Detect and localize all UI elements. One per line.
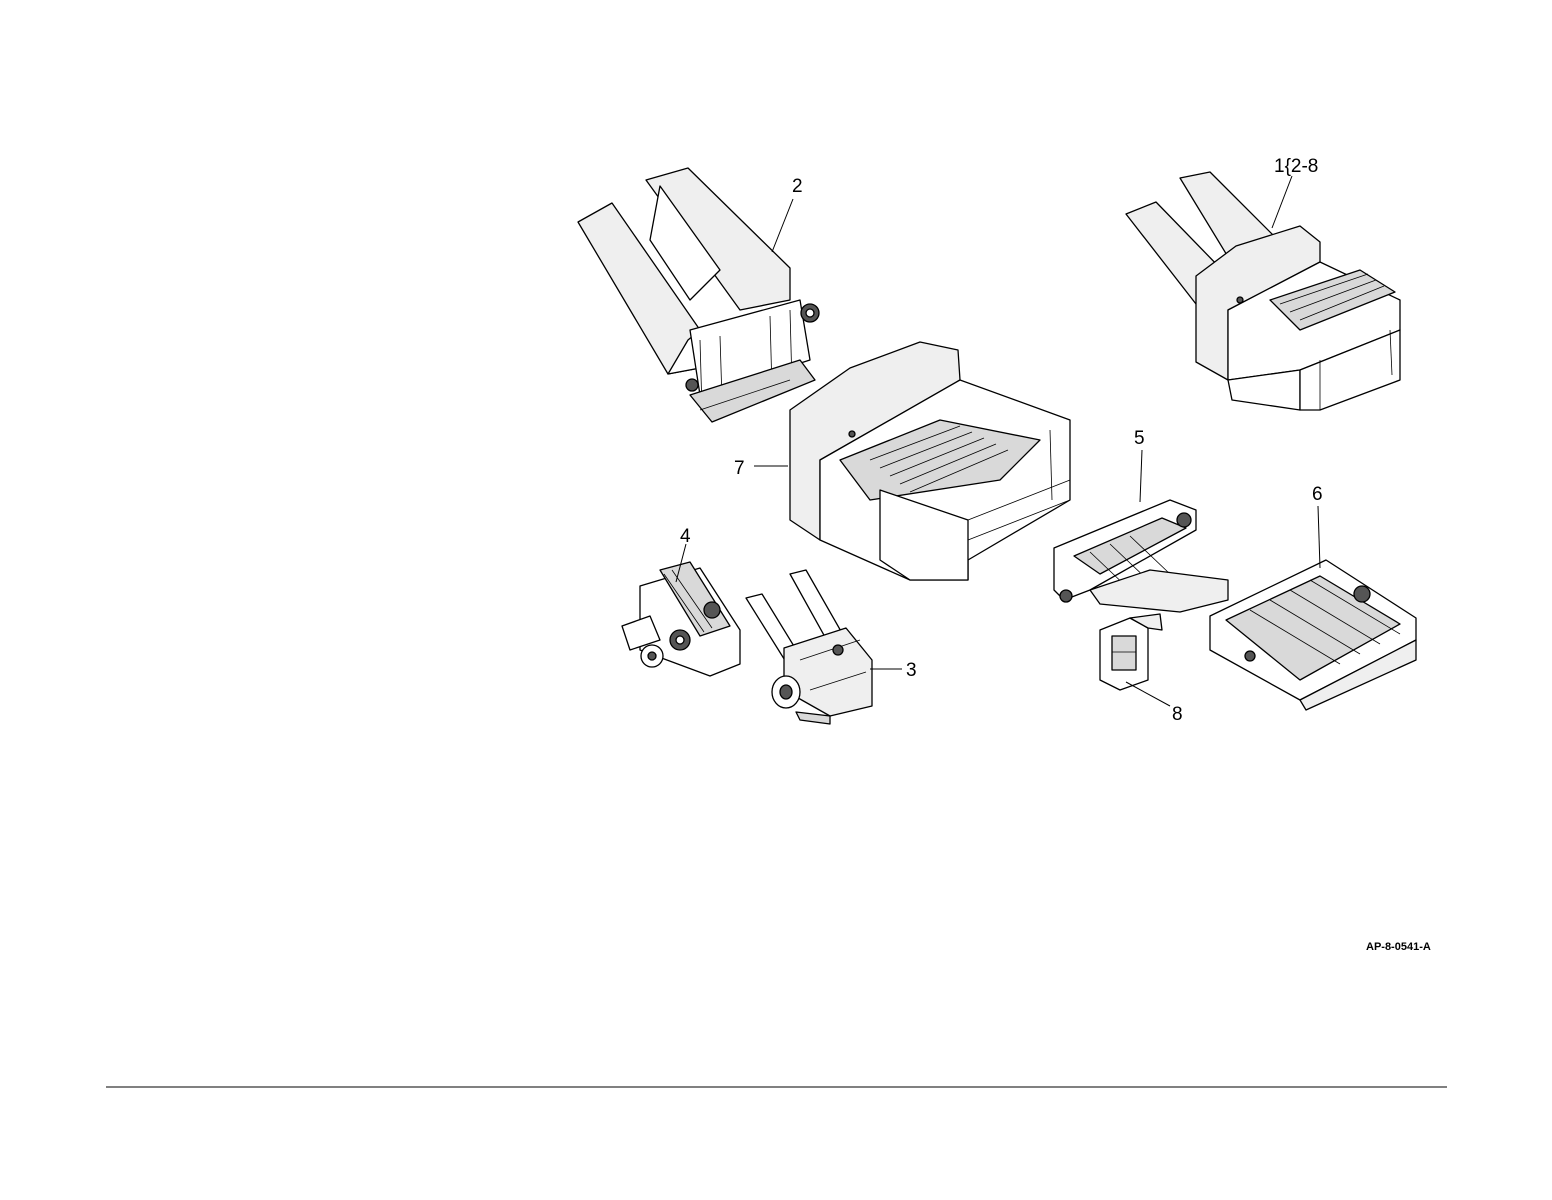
callout-5: 5 xyxy=(1134,428,1145,449)
part-5-transport xyxy=(1054,500,1228,612)
callout-7: 7 xyxy=(734,458,745,479)
part-6-guide-assembly xyxy=(1210,560,1416,710)
callout-1: 1{2-8 xyxy=(1274,156,1318,177)
part-8-bracket xyxy=(1100,614,1162,690)
callout-8: 8 xyxy=(1172,704,1183,725)
callout-2: 2 xyxy=(792,176,803,197)
part-7-main-frame xyxy=(790,342,1070,580)
callout-4: 4 xyxy=(680,526,691,547)
part-3-feed-drive xyxy=(746,570,872,724)
part-2-output-tray xyxy=(578,168,819,422)
callout-3: 3 xyxy=(906,660,917,681)
part-1-complete-assembly xyxy=(1126,172,1400,410)
callout-6: 6 xyxy=(1312,484,1323,505)
part-4-drive xyxy=(622,562,740,676)
figure-id: AP-8-0541-A xyxy=(1366,941,1431,953)
